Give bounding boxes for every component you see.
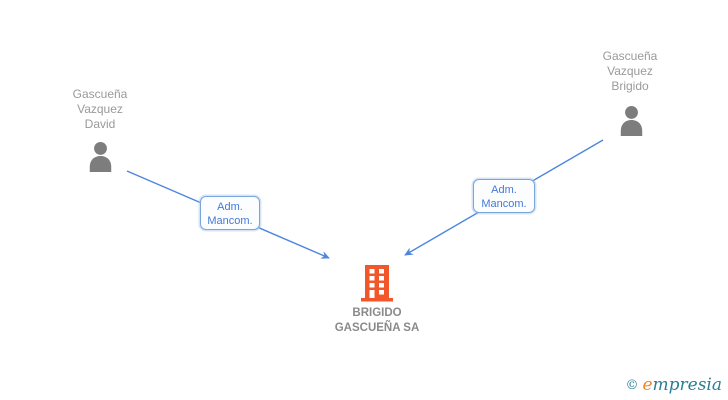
logo-letter-e: e	[642, 375, 653, 395]
relationship-label-left[interactable]: Adm. Mancom.	[200, 196, 260, 230]
copyright-icon: ©	[625, 378, 639, 393]
person-icon[interactable]	[617, 105, 646, 141]
logo-text: mpresia	[652, 375, 723, 395]
building-icon	[361, 265, 393, 302]
empresia-logo[interactable]: ©empresia	[625, 375, 722, 395]
person-name-left[interactable]: Gascueña Vazquez David	[72, 87, 128, 131]
company-name[interactable]: BRIGIDO GASCUEÑA SA	[334, 307, 420, 334]
company-building-icon[interactable]	[359, 263, 395, 308]
person-silhouette-icon	[89, 141, 112, 172]
person-icon[interactable]	[86, 141, 115, 177]
person-silhouette-icon	[620, 105, 643, 136]
person-name-right[interactable]: Gascueña Vazquez Brigido	[602, 49, 658, 93]
relationship-label-right[interactable]: Adm. Mancom.	[473, 179, 535, 213]
